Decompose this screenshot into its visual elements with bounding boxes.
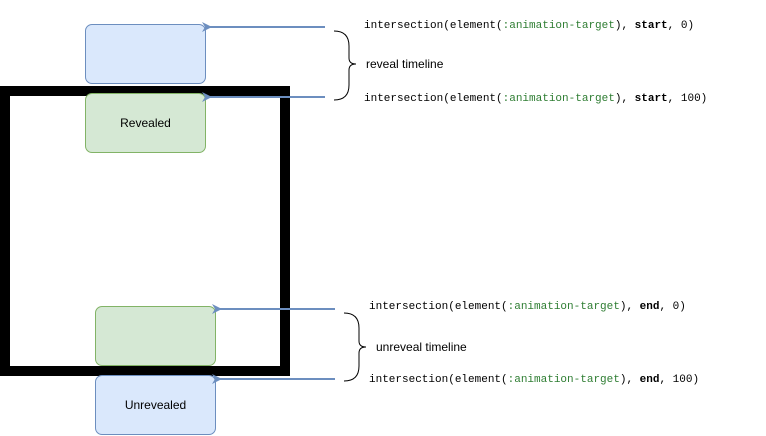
revealed-box-label: Revealed [120,116,171,130]
target-box-before-reveal [85,24,206,84]
revealed-box: Revealed [85,93,206,153]
reveal-timeline-label: reveal timeline [366,57,444,71]
unrevealed-box: Unrevealed [95,375,216,435]
unrevealed-box-label: Unrevealed [124,398,187,412]
viewport-frame [0,86,290,376]
unreveal-brace [343,312,367,382]
code-line-unreveal-end: intersection(element(:animation-target),… [369,374,700,386]
unreveal-timeline-label: unreveal timeline [376,340,467,354]
code-line-unreveal-start: intersection(element(:animation-target),… [369,301,686,313]
reveal-brace [333,30,357,101]
code-line-reveal-start: intersection(element(:animation-target),… [364,20,695,32]
target-box-before-unreveal [95,306,216,366]
code-line-reveal-end: intersection(element(:animation-target),… [364,93,708,105]
